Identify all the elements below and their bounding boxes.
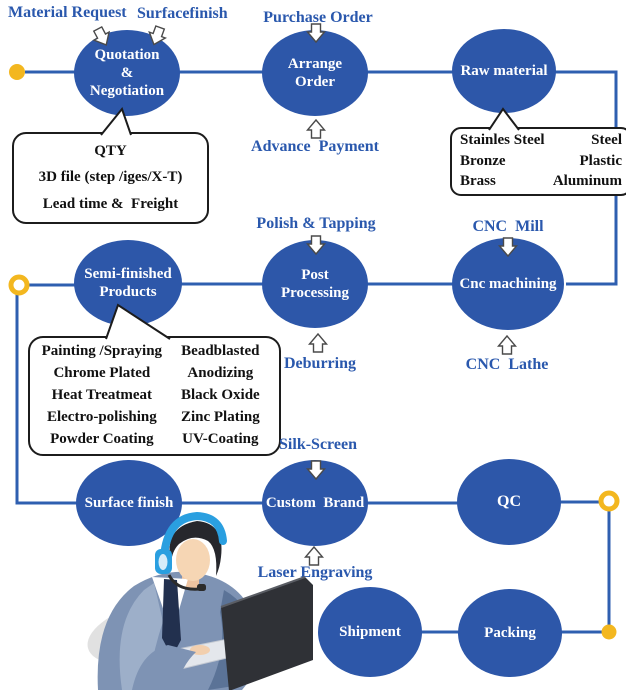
finish-name: Beadblasted — [181, 343, 260, 360]
callout-raw-materials: Stainles Steel Steel Bronze Plastic Bras… — [450, 127, 626, 196]
flow-node-custom-brand: Custom Brand — [262, 460, 368, 546]
node-label: Order — [295, 74, 335, 90]
junction-ring-left — [8, 274, 30, 296]
annotation-laser-engraving: Laser Engraving — [257, 564, 373, 581]
material-name: Brass — [460, 172, 496, 189]
callout-row: Chrome Plated Anodizing — [36, 364, 273, 384]
callout-line: Lead time & Freight — [42, 196, 179, 213]
finish-name: Chrome Plated — [53, 365, 151, 382]
callout-line: 3D file (step /iges/X-T) — [38, 169, 183, 186]
annotation-silk-screen: Silk-Screen — [279, 436, 357, 453]
material-name: Stainles Steel — [460, 132, 545, 149]
node-label: Raw material — [460, 62, 548, 79]
callout-row: Powder Coating UV-Coating — [36, 430, 273, 450]
flow-node-shipment: Shipment — [318, 587, 422, 677]
finish-name: Anodizing — [187, 365, 254, 382]
annotation-deburring: Deburring — [284, 355, 356, 372]
node-label: Negotiation — [89, 83, 165, 100]
node-label: Shipment — [339, 623, 401, 640]
material-name: Bronze — [460, 152, 506, 169]
flow-node-post-processing: Post Processing — [262, 240, 368, 328]
connector-elbow-right-bottom — [560, 510, 611, 634]
finish-name: Black Oxide — [180, 387, 260, 404]
annotation-purchase-order: Purchase Order — [263, 9, 373, 26]
flow-node-quotation-negotiation: Quotation & Negotiation — [74, 30, 180, 116]
node-label: Packing — [484, 624, 536, 641]
node-label: Cnc machining — [459, 275, 557, 292]
flow-node-packing: Packing — [458, 589, 562, 677]
node-label: Quotation — [94, 46, 160, 63]
node-label: Processing — [280, 285, 350, 301]
material-name: Aluminum — [552, 172, 622, 189]
node-label: QC — [497, 493, 521, 511]
annotation-polish-tapping: Polish & Tapping — [256, 215, 376, 232]
annotation-cnc-lathe: CNC Lathe — [465, 356, 549, 373]
node-label: Custom Brand — [265, 494, 365, 511]
callout-row: Electro-polishing Zinc Plating — [36, 408, 273, 428]
flow-node-surface-finish: Surface finish — [76, 460, 182, 546]
end-dot — [601, 624, 617, 640]
finish-name: UV-Coating — [182, 431, 259, 448]
finish-name: Zinc Plating — [180, 409, 260, 426]
node-label: Post — [301, 266, 329, 283]
finish-name: Powder Coating — [50, 431, 154, 448]
material-name: Steel — [591, 132, 622, 149]
start-dot — [9, 64, 25, 80]
connector-elbow-left — [15, 294, 78, 505]
flow-node-semi-finished-products: Semi-finished Products — [74, 240, 182, 326]
node-label: Semi-finished — [84, 265, 172, 282]
callout-row: Bronze Plastic — [460, 153, 622, 171]
junction-ring-right — [598, 490, 620, 512]
annotation-material-request: Material Request — [8, 4, 127, 21]
callout-row: Stainles Steel Steel — [460, 132, 622, 150]
annotation-cnc-mill: CNC Mill — [472, 218, 544, 235]
callout-row: Heat Treatmeat Black Oxide — [36, 386, 273, 406]
callout-row: Painting /Spraying Beadblasted — [36, 342, 273, 362]
annotation-surfacefinish: Surfacefinish — [137, 5, 228, 22]
finish-name: Heat Treatmeat — [51, 387, 153, 404]
node-label: & — [120, 64, 134, 81]
callout-surface-finishes: Painting /Spraying Beadblasted Chrome Pl… — [28, 336, 281, 456]
connectors — [15, 70, 618, 634]
node-label: Products — [99, 284, 157, 300]
flow-node-cnc-machining: Cnc machining — [452, 238, 564, 330]
flow-node-raw-material: Raw material — [452, 29, 556, 113]
flow-node-arrange-order: Arrange Order — [262, 30, 368, 116]
annotation-advance-payment: Advance Payment — [251, 138, 379, 155]
finish-name: Painting /Spraying — [41, 343, 163, 360]
callout-row: Brass Aluminum — [460, 173, 622, 191]
callout-quotation-details: QTY 3D file (step /iges/X-T) Lead time &… — [12, 132, 209, 224]
node-label: Arrange — [287, 55, 343, 72]
finish-name: Electro-polishing — [46, 409, 157, 426]
callout-line: QTY — [94, 142, 127, 159]
node-label: Surface finish — [84, 494, 174, 511]
material-name: Plastic — [579, 152, 623, 169]
flow-node-qc: QC — [457, 459, 561, 545]
